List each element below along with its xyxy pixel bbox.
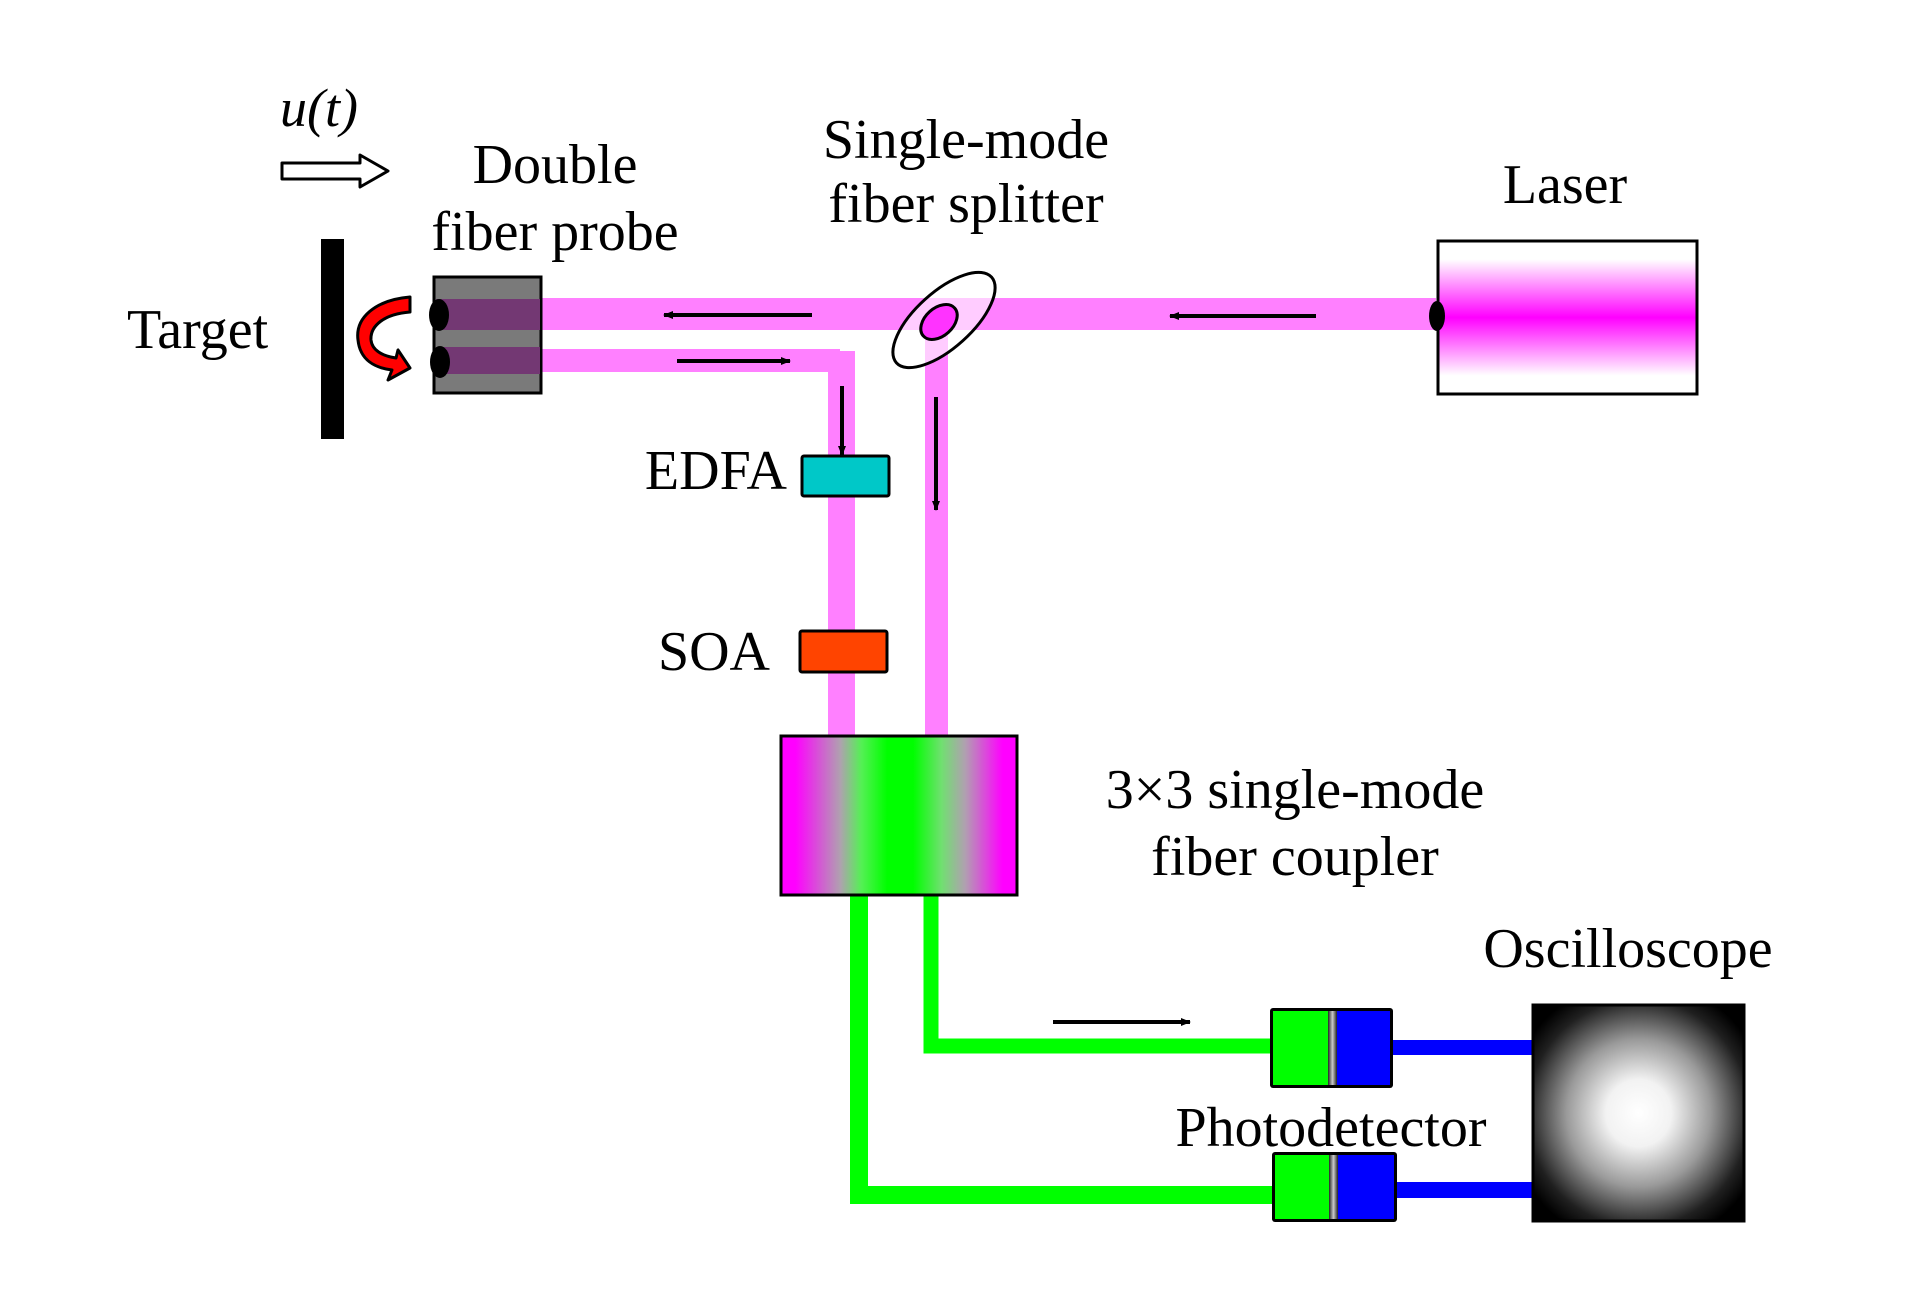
splitter-label-line2: fiber splitter — [828, 173, 1104, 235]
probe-fiber-core-lower — [436, 347, 540, 374]
fiber-coupler-to-pd1 — [923, 895, 1272, 1054]
laser-source — [1429, 239, 1699, 396]
target-label: Target — [127, 299, 269, 361]
displacement-hollow-arrow-icon — [280, 153, 390, 189]
photodetector-label: Photodetector — [1175, 1097, 1486, 1159]
edfa-box — [800, 454, 891, 498]
fiber-coupler-to-pd2 — [850, 895, 1275, 1204]
photodetector-1 — [1270, 1008, 1393, 1088]
splitter-label-line1: Single-mode — [823, 109, 1109, 171]
target-plate — [321, 239, 344, 439]
probe-fiber-core-upper — [436, 299, 540, 330]
photodetector-2 — [1272, 1152, 1397, 1222]
signal-fibers — [850, 895, 1275, 1204]
electric-cables — [1390, 1040, 1535, 1198]
oscilloscope-label: Oscilloscope — [1483, 918, 1772, 980]
probe-label-line2: fiber probe — [431, 201, 678, 263]
double-fiber-probe — [429, 275, 543, 395]
fiber-coupler-box — [779, 734, 1019, 897]
coupler-label-line2: fiber coupler — [1151, 826, 1439, 888]
probe-label-line1: Double — [473, 134, 638, 196]
laser-label: Laser — [1503, 154, 1628, 216]
splitter-core — [919, 303, 959, 341]
coupler-label-line1: 3×3 single-mode — [1106, 759, 1484, 821]
cable-pd2-to-oscilloscope — [1395, 1182, 1535, 1198]
laser-output-port — [1429, 301, 1445, 331]
direction-arrows — [663, 311, 1316, 1026]
edfa-label: EDFA — [645, 440, 788, 502]
soa-box — [798, 629, 889, 674]
cable-pd1-to-oscilloscope — [1390, 1040, 1535, 1055]
soa-label: SOA — [658, 621, 771, 683]
fiber-splitter-down — [925, 330, 948, 741]
displacement-label: u(t) — [280, 78, 358, 138]
probe-fiber-end-lower — [430, 346, 450, 378]
reflection-arrow-icon — [356, 295, 412, 382]
fiber-splitter — [891, 270, 997, 370]
oscilloscope-box — [1531, 1003, 1746, 1223]
probe-fiber-end-upper — [429, 299, 449, 331]
